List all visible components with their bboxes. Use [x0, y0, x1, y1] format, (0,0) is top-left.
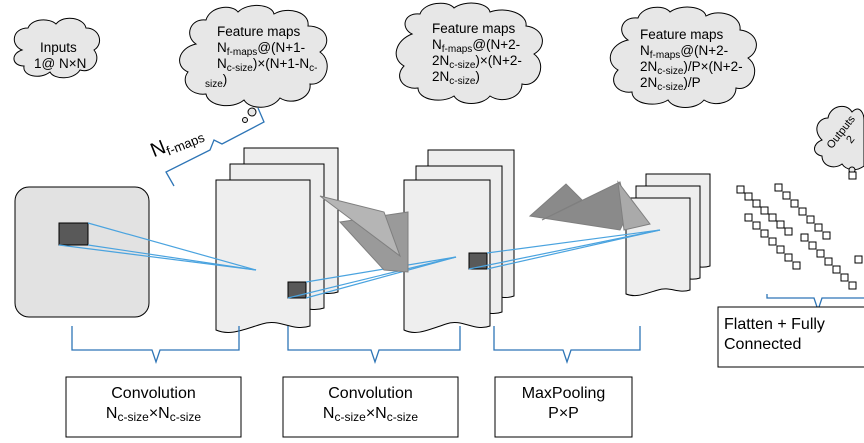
inputs-label: Inputs 1@ N×N [34, 40, 86, 72]
fmap1-line4: size) [205, 72, 317, 90]
fmap1-d: size [205, 79, 223, 90]
fmap3-line2: Nf-maps@(N+2- [640, 43, 743, 61]
fmap2-a: @(N+2- [472, 37, 521, 52]
conv2-x: × [365, 405, 376, 422]
fmap1-a: @(N+1- [257, 40, 306, 55]
fmap-stack-3 [625, 173, 711, 297]
conv1-title: Convolution [111, 385, 196, 402]
fmap3-n-sub: f-maps [649, 50, 681, 61]
connection-lines [58, 222, 661, 299]
fmap1-c: )×(N+1-N [252, 56, 310, 71]
fmap2-d: 2N [432, 69, 450, 84]
pool-title: MaxPooling [521, 385, 606, 402]
fmap2-b: 2N [432, 53, 450, 68]
fmap1-c-sub: c- [309, 63, 318, 74]
conv2-title: Convolution [328, 385, 413, 402]
fmap3-e: )/P [683, 75, 701, 90]
fan-lines [319, 180, 651, 273]
fc-line2: Connected [724, 336, 802, 353]
conv2-s2: c-size [386, 410, 419, 424]
conv1-x: × [148, 405, 159, 422]
conv2-s1: c-size [334, 410, 366, 424]
conv2-size: Nc-size×Nc-size [283, 404, 458, 424]
conv1-n2: N [158, 405, 170, 422]
fmap1-line3: Nc-size)×(N+1-Nc- [217, 56, 318, 74]
fmap3-line3: 2Nc-size)/P×(N+2- [640, 59, 743, 77]
box-frames [65, 306, 864, 438]
fmap2-label: Feature maps Nf-maps@(N+2- 2Nc-size)×(N+… [432, 21, 522, 87]
fmap1-b: N [217, 56, 227, 71]
conv2-n2: N [375, 405, 387, 422]
conv1-n1: N [105, 405, 118, 422]
fmap2-d-sub: c-size [449, 76, 476, 87]
fmap1-n-sub: f-maps [226, 47, 258, 58]
input-image [14, 186, 150, 318]
fmap-stack-1 [215, 147, 339, 333]
input-kernel [58, 222, 89, 246]
inputs-line1: Inputs [40, 40, 77, 55]
fmap3-line4: 2Nc-size)/P [640, 75, 743, 93]
fmap3-d: 2N [640, 75, 658, 90]
conv2-box: Convolution Nc-size×Nc-size [283, 377, 458, 437]
cloud-fmap1 [179, 5, 328, 123]
fmap2-b-sub: c-size [449, 60, 476, 71]
fmap3-title: Feature maps [640, 27, 724, 42]
conv1-size: Nc-size×Nc-size [66, 404, 241, 424]
pool-size: P×P [548, 405, 579, 422]
fmap3-b: 2N [640, 59, 658, 74]
fmap2-title: Feature maps [432, 21, 516, 36]
fmap2-e: ) [475, 69, 480, 84]
fmap3-d-sub: c-size [657, 82, 684, 93]
cloud-fmap3 [609, 6, 757, 108]
fmap2-line2: Nf-maps@(N+2- [432, 37, 522, 55]
fmap3-c: )/P×(N+2- [683, 59, 743, 74]
fmap1-n: N [217, 40, 227, 55]
fmap1-title: Feature maps [217, 24, 301, 39]
fmap3-label: Feature maps Nf-maps@(N+2- 2Nc-size)/P×(… [640, 27, 743, 93]
fmap1-b-sub: c-size [226, 63, 253, 74]
inputs-line2: 1@ N×N [34, 56, 87, 71]
fmap1-label: Feature maps Nf-maps@(N+1- Nc-size)×(N+1… [205, 24, 318, 90]
fmap3-n: N [640, 43, 650, 58]
conv1-s1: c-size [117, 410, 149, 424]
braces [71, 107, 864, 365]
fmap2-line4: 2Nc-size) [432, 69, 522, 87]
fmap1-e: ) [222, 72, 228, 87]
pool-box: MaxPooling P×P [495, 377, 632, 437]
conv2-n1: N [322, 405, 335, 422]
conv1-s2: c-size [169, 410, 202, 424]
fc-line1: Flatten + Fully [724, 316, 825, 333]
fmap3-a: @(N+2- [680, 43, 729, 58]
cloud-inputs [13, 17, 101, 79]
fmap1-kernel [287, 281, 307, 299]
cloud-fmap2 [395, 2, 543, 104]
fmap2-c: )×(N+2- [475, 53, 522, 68]
flatten-neurons [736, 171, 863, 290]
fmap3-b-sub: c-size [657, 66, 684, 77]
fmap2-n: N [432, 37, 442, 52]
fc-box: Flatten + Fully Connected [718, 307, 864, 367]
fmap1-line2: Nf-maps@(N+1- [217, 40, 317, 58]
fmap-stack-2 [403, 149, 515, 333]
conv1-box: Convolution Nc-size×Nc-size [66, 377, 241, 437]
fmap2-n-sub: f-maps [441, 44, 473, 55]
fmap2-line3: 2Nc-size)×(N+2- [432, 53, 522, 71]
fmap2-kernel [468, 252, 488, 270]
